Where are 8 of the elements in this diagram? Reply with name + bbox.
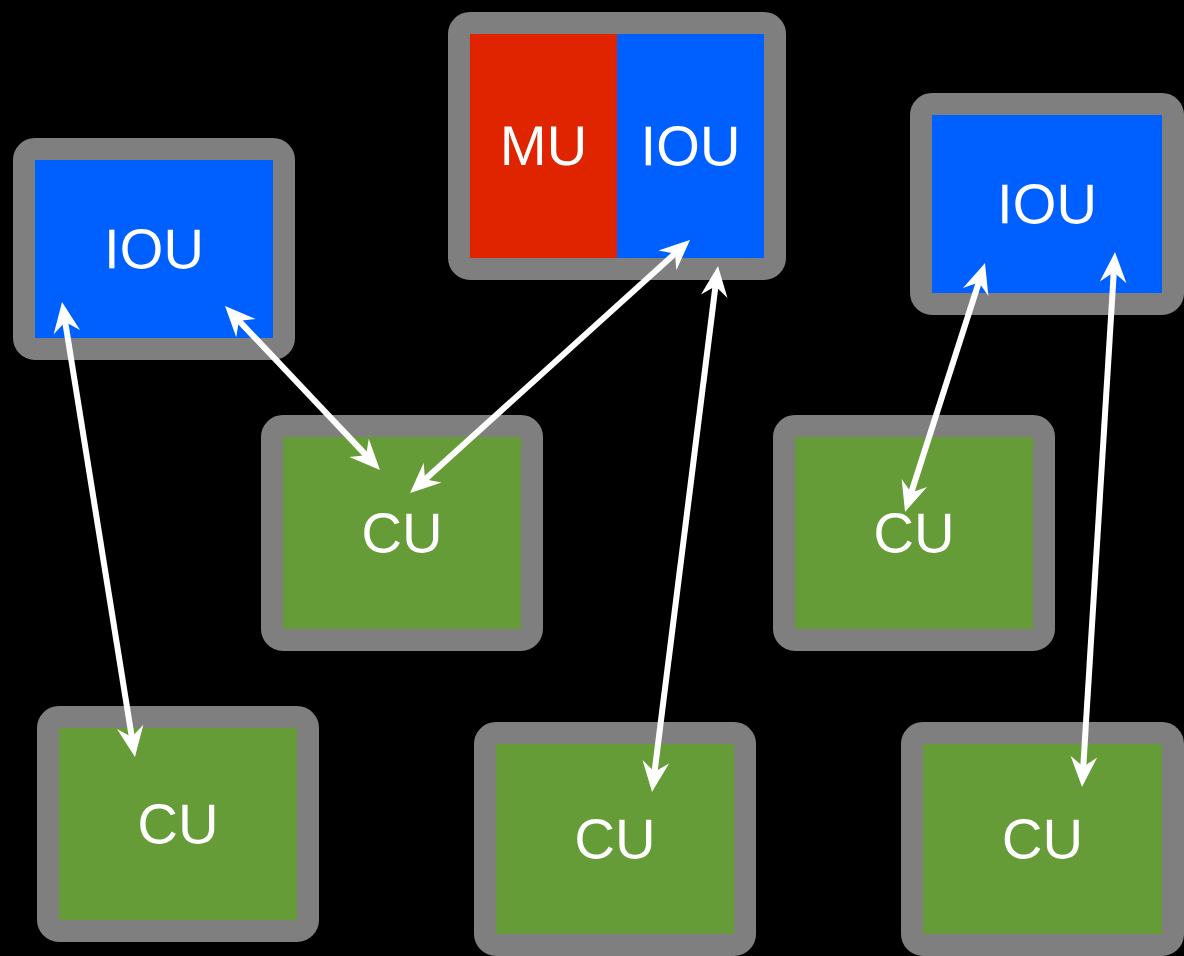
split-unit-box: MU IOU (448, 12, 786, 280)
unit-box: CU (901, 722, 1184, 956)
unit-box: CU (37, 706, 319, 942)
unit-box: CU (773, 415, 1055, 651)
unit-box: IOU (910, 93, 1184, 315)
unit-box: IOU (13, 138, 295, 360)
unit-box: CU (261, 415, 543, 651)
unit-box: CU (474, 722, 756, 956)
